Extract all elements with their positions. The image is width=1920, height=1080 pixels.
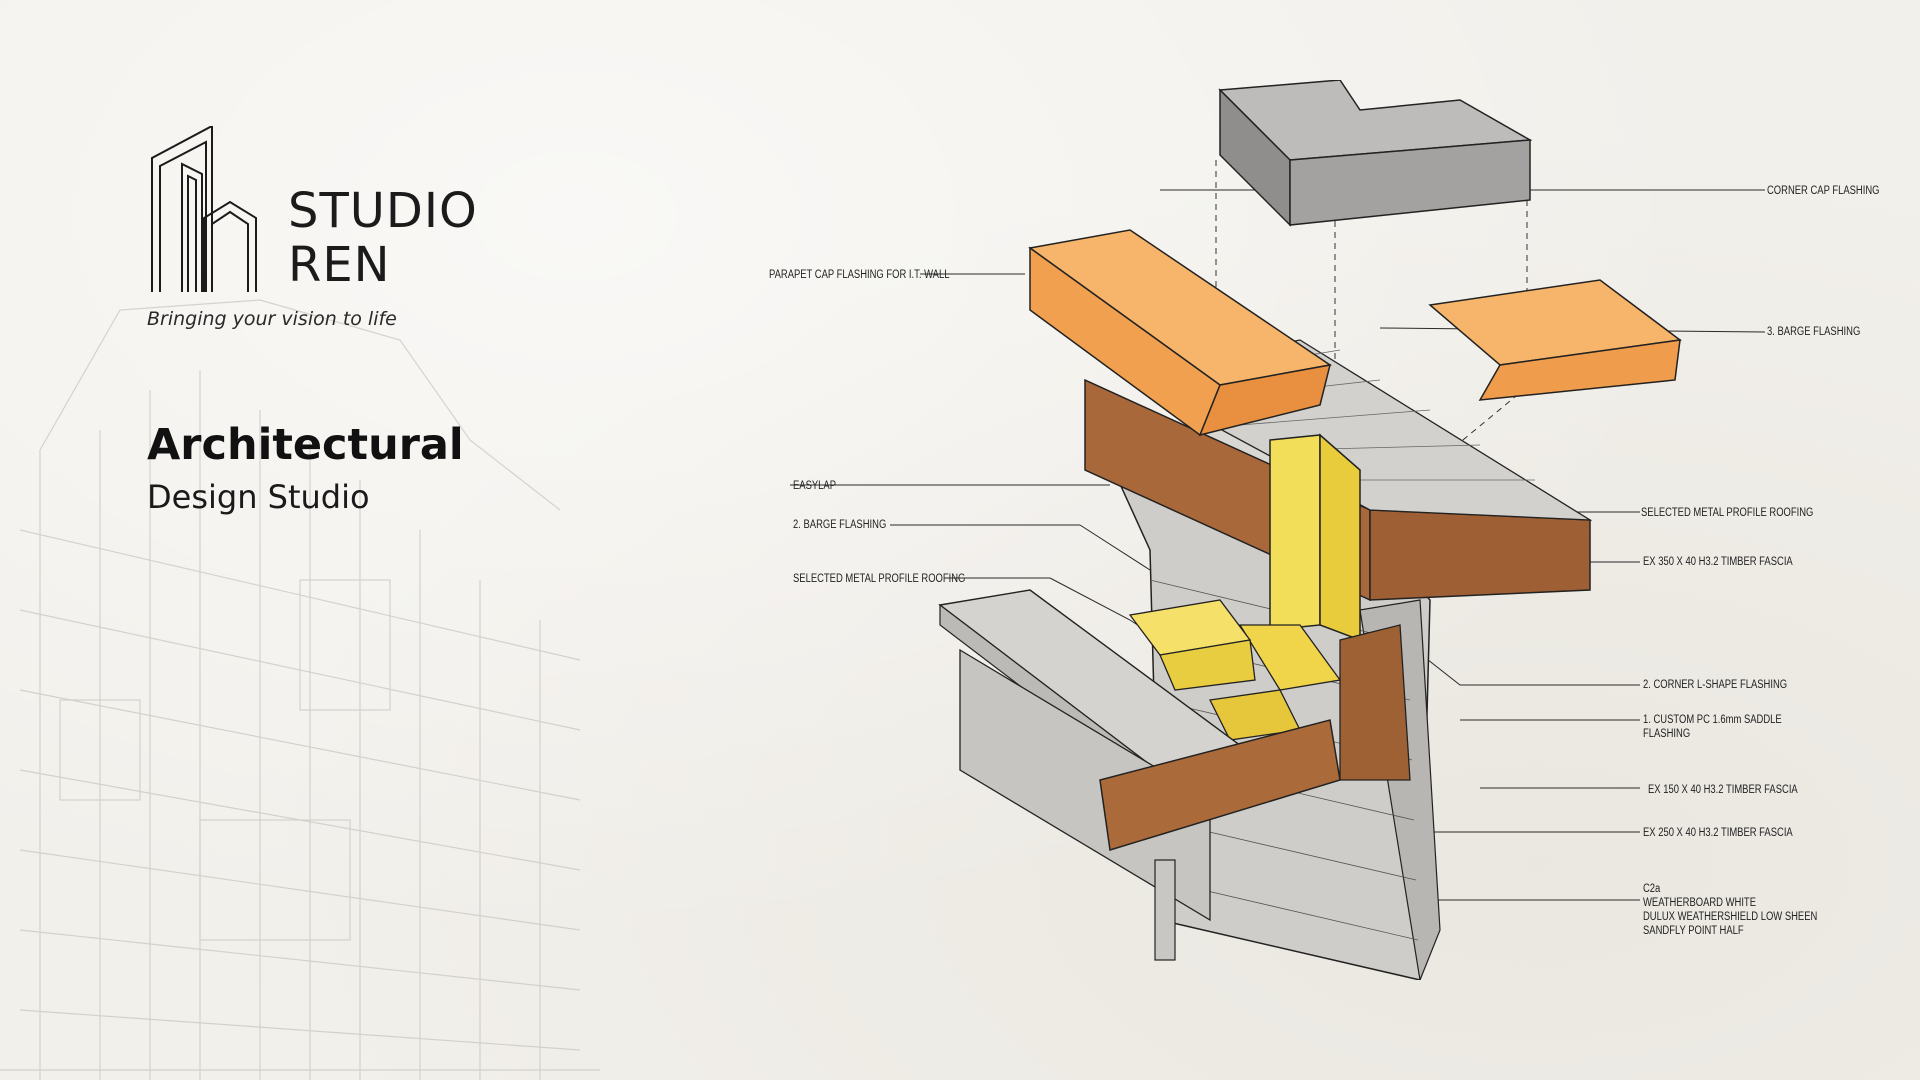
label-barge-flashing-2: 2. BARGE FLASHING bbox=[793, 519, 887, 531]
brand-line-1: STUDIO bbox=[288, 183, 478, 239]
label-easylap: EASYLAP bbox=[793, 480, 836, 492]
label-dulux-weathershield: DULUX WEATHERSHIELD LOW SHEEN bbox=[1643, 911, 1818, 923]
tagline: Bringing your vision to life bbox=[147, 308, 397, 330]
label-saddle-flashing-line-1: 1. CUSTOM PC 1.6mm SADDLE bbox=[1643, 714, 1782, 726]
label-timber-fascia-350: EX 350 X 40 H3.2 TIMBER FASCIA bbox=[1643, 556, 1793, 568]
brand-name: STUDIO REN bbox=[288, 184, 478, 292]
label-sandfly-point-half: SANDFLY POINT HALF bbox=[1643, 925, 1744, 937]
label-corner-cap-flashing: CORNER CAP FLASHING bbox=[1767, 185, 1880, 197]
label-weatherboard-white: WEATHERBOARD WHITE bbox=[1643, 897, 1756, 909]
studio-logo-icon bbox=[151, 126, 257, 292]
background-building-sketch bbox=[0, 299, 600, 1080]
label-corner-l-shape-flashing: 2. CORNER L-SHAPE FLASHING bbox=[1643, 679, 1788, 691]
page-title: Architectural bbox=[147, 420, 464, 470]
label-metal-roofing-left: SELECTED METAL PROFILE ROOFING bbox=[793, 573, 966, 585]
label-parapet-cap-flashing: PARAPET CAP FLASHING FOR I.T. WALL bbox=[769, 269, 950, 281]
page-subtitle: Design Studio bbox=[147, 478, 370, 516]
label-metal-roofing-right: SELECTED METAL PROFILE ROOFING bbox=[1641, 507, 1814, 519]
label-barge-flashing-3: 3. BARGE FLASHING bbox=[1767, 326, 1861, 338]
label-timber-fascia-250: EX 250 X 40 H3.2 TIMBER FASCIA bbox=[1643, 827, 1793, 839]
brand-line-2: REN bbox=[288, 237, 391, 293]
label-saddle-flashing-line-2: FLASHING bbox=[1643, 728, 1691, 740]
label-timber-fascia-150: EX 150 X 40 H3.2 TIMBER FASCIA bbox=[1648, 784, 1798, 796]
architectural-detail-drawing bbox=[790, 80, 1766, 980]
label-c2a: C2a bbox=[1643, 883, 1661, 895]
